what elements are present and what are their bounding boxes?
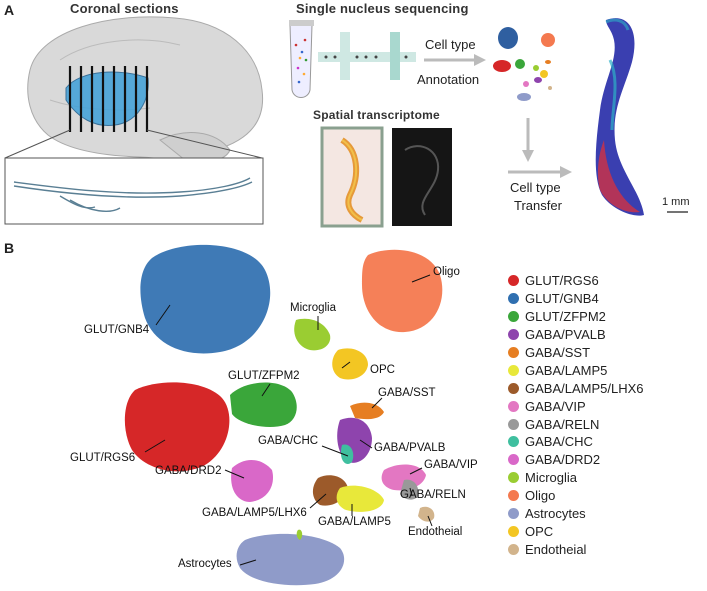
spatial-transcriptome-title: Spatial transcriptome xyxy=(313,108,440,122)
hippocampus-transfer-illustration xyxy=(595,18,688,216)
legend-swatch xyxy=(508,400,519,412)
legend-swatch xyxy=(508,329,519,341)
legend-label: GABA/RELN xyxy=(525,416,600,432)
legend-item: GABA/LAMP5 xyxy=(508,361,644,379)
legend-label: GABA/DRD2 xyxy=(525,452,601,468)
legend-label: Endotheial xyxy=(525,541,587,557)
legend-label: GABA/SST xyxy=(525,345,591,360)
cluster-label-glut-rgs6: GLUT/RGS6 xyxy=(70,452,136,464)
cluster-label-endotheial: Endotheial xyxy=(408,526,463,538)
legend-label: GABA/CHC xyxy=(525,434,593,450)
legend-label: GLUT/GNB4 xyxy=(525,291,599,307)
legend-swatch xyxy=(508,454,519,466)
legend-swatch xyxy=(508,543,519,555)
legend-item: GLUT/ZFPM2 xyxy=(508,308,644,326)
legend-item: Oligo xyxy=(508,487,644,505)
legend-item: GABA/SST xyxy=(508,344,644,362)
cluster-leader-lines xyxy=(144,274,433,566)
spatial-illustration xyxy=(320,126,452,228)
legend-label: GABA/LAMP5 xyxy=(525,362,608,378)
legend-label: Microglia xyxy=(525,470,578,486)
annotation-label: Annotation xyxy=(417,72,480,87)
legend-swatch xyxy=(508,311,519,323)
legend-swatch xyxy=(508,347,519,358)
legend-item: GABA/RELN xyxy=(508,415,644,433)
legend-swatch xyxy=(508,490,519,502)
scale-bar-label: 1 mm xyxy=(662,196,690,208)
cluster-label-gaba-lamp5: GABA/LAMP5 xyxy=(318,516,391,528)
legend-label: Astrocytes xyxy=(525,506,586,522)
umap-clusters xyxy=(124,244,443,586)
cluster-label-microglia: Microglia xyxy=(290,302,337,314)
legend-label: GABA/LAMP5/LHX6 xyxy=(525,380,644,396)
legend-label: GLUT/ZFPM2 xyxy=(525,309,606,325)
legend-swatch xyxy=(508,364,519,376)
mini-cluster-illustration xyxy=(493,27,555,101)
panel-b-letter: B xyxy=(4,240,15,256)
legend-swatch xyxy=(508,436,519,448)
cluster-label-oligo: Oligo xyxy=(433,266,460,278)
legend-swatch xyxy=(508,525,519,537)
legend-swatch xyxy=(508,275,519,287)
legend-item: OPC xyxy=(508,522,644,540)
legend-label: GABA/PVALB xyxy=(525,327,606,343)
legend-item: Microglia xyxy=(508,469,644,487)
legend-item: GABA/PVALB xyxy=(508,326,644,344)
sequencing-title: Single nucleus sequencing xyxy=(296,1,469,16)
microfluidic-illustration xyxy=(318,32,416,80)
legend-swatch xyxy=(508,418,519,430)
transfer-label: Transfer xyxy=(514,198,562,213)
cell-type-label-2: Cell type xyxy=(510,180,561,195)
cluster-label-glut-zfpm2: GLUT/ZFPM2 xyxy=(228,370,300,382)
cluster-label-gaba-pvalb: GABA/PVALB xyxy=(374,442,446,454)
cluster-label-gaba-lamp5-lhx6: GABA/LAMP5/LHX6 xyxy=(202,507,307,519)
legend-item: GLUT/GNB4 xyxy=(508,290,644,308)
legend-label: Oligo xyxy=(525,488,556,504)
legend-item: GABA/VIP xyxy=(508,397,644,415)
legend-swatch xyxy=(508,382,519,394)
legend-label: OPC xyxy=(525,523,554,539)
sections-box xyxy=(4,157,264,225)
coronal-sections-title: Coronal sections xyxy=(70,1,179,16)
panel-a-letter: A xyxy=(4,2,15,18)
cell-type-label-1: Cell type xyxy=(425,37,476,52)
legend-item: Endotheial xyxy=(508,540,644,558)
legend-item: GLUT/RGS6 xyxy=(508,272,644,290)
tube-illustration xyxy=(289,20,314,98)
legend-item: Astrocytes xyxy=(508,505,644,523)
legend-label: GABA/VIP xyxy=(525,398,586,414)
legend-swatch xyxy=(508,472,519,484)
cluster-label-gaba-reln: GABA/RELN xyxy=(400,489,466,501)
sections-ribbon xyxy=(13,177,253,212)
cluster-label-gaba-vip: GABA/VIP xyxy=(424,459,478,471)
cluster-label-gaba-chc: GABA/CHC xyxy=(258,435,319,447)
cluster-label-astrocytes: Astrocytes xyxy=(178,558,232,570)
cluster-label-gaba-sst: GABA/SST xyxy=(378,387,436,399)
legend-label: GLUT/RGS6 xyxy=(525,273,599,289)
legend-swatch xyxy=(508,508,519,520)
cluster-label-gaba-drd2: GABA/DRD2 xyxy=(155,465,222,477)
legend-swatch xyxy=(508,293,519,305)
cluster-label-glut-gnb4: GLUT/GNB4 xyxy=(84,324,150,336)
legend-item: GABA/CHC xyxy=(508,433,644,451)
legend-item: GABA/LAMP5/LHX6 xyxy=(508,379,644,397)
brain-illustration xyxy=(4,16,264,167)
legend-item: GABA/DRD2 xyxy=(508,451,644,469)
cluster-label-opc: OPC xyxy=(370,364,395,376)
